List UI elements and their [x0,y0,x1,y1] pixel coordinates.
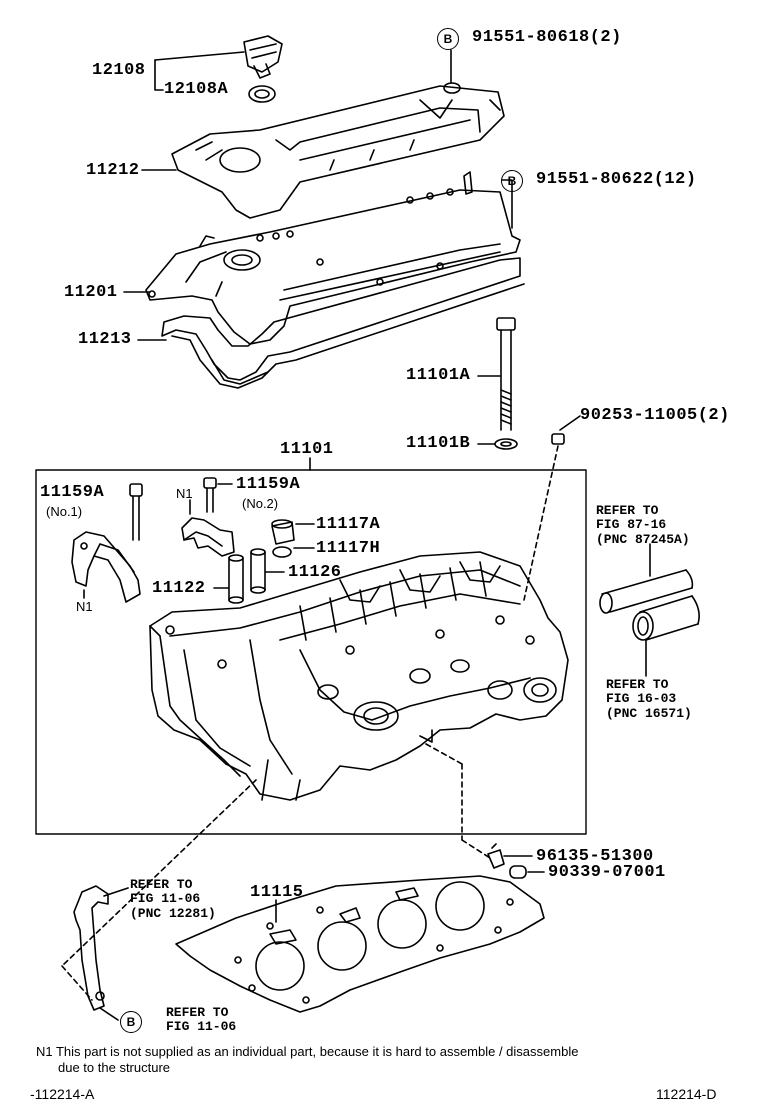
cylinder-head-gasket [175,875,545,1013]
leader-90253 [559,415,581,431]
valve-guide-11126 [250,548,266,594]
figure-id-right: 112214-D [656,1086,717,1102]
engine-hanger [73,885,109,1011]
leader-12108 [154,59,164,91]
part-label-11159a-no1: 11159A [40,483,105,502]
note-marker-n1: N1 [76,599,93,614]
bearing-cap-no1 [71,531,141,603]
dashed-leader-96135 [425,743,463,765]
cylinder-head-cover-upper [171,82,505,219]
head-cover-gasket [161,257,525,389]
part-label-11101: 11101 [280,440,334,459]
part-label-90253: 90253-11005(2) [580,406,730,425]
part-label-11201: 11201 [64,283,118,302]
figure-id-left: -112214-A [30,1086,95,1102]
part-label-bolt2: 91551-80622(12) [536,170,697,189]
leader-12108-cap [154,51,245,61]
dashed-leader-90253 [523,445,559,601]
part-label-11101a: 11101A [406,366,471,385]
clip-96135 [487,843,505,869]
bearing-cap-no2 [181,517,235,557]
cylinder-head-frame [35,469,587,835]
oil-filler-cap [243,35,283,103]
o-ring-11117h [272,546,292,558]
footnote-n1: N1 This part is not supplied as an indiv… [36,1044,579,1076]
part-label-11115: 11115 [250,883,304,902]
part-label-11213: 11213 [78,330,132,349]
part-sublabel-no1: (No.1) [46,504,83,519]
note-marker-n1: N1 [176,486,193,501]
part-label-11126: 11126 [288,563,342,582]
part-label-90339: 90339-07001 [548,863,666,882]
part-label-11117h: 11117H [316,539,381,558]
part-sublabel-no2: (No.2) [242,496,279,511]
part-label-96135: 96135-51300 [536,847,654,866]
refer-pipe-upper [599,569,694,614]
part-label-11117a: 11117A [316,515,381,534]
torque-badge-b: B [501,170,523,192]
leader-ref4 [99,1007,119,1021]
torque-badge-b: B [120,1011,142,1033]
cap-90339 [509,865,527,879]
refer-pipe-lower [632,595,700,641]
valve-guide-11122 [228,554,244,604]
straight-pin [551,433,565,445]
part-label-12108a: 12108A [164,80,229,99]
head-bolt-washer [494,438,518,450]
leader-ref3 [103,887,129,897]
torque-badge-b: B [437,28,459,50]
bearing-cap-bolt-no2 [203,477,217,513]
part-label-11101b: 11101B [406,434,471,453]
part-label-12108: 12108 [92,61,146,80]
bearing-cap-bolt-no1 [129,483,143,541]
part-label-bolt1: 91551-80618(2) [472,28,622,47]
head-bolt [496,317,516,431]
cylinder-head-cover [145,171,521,345]
part-label-11159a-no2: 11159A [236,475,301,494]
cylinder-head [149,551,569,801]
part-label-11212: 11212 [86,161,140,180]
dashed-leader-ref3 [61,779,257,967]
part-label-11122: 11122 [152,579,206,598]
plug-11117a [271,519,295,545]
